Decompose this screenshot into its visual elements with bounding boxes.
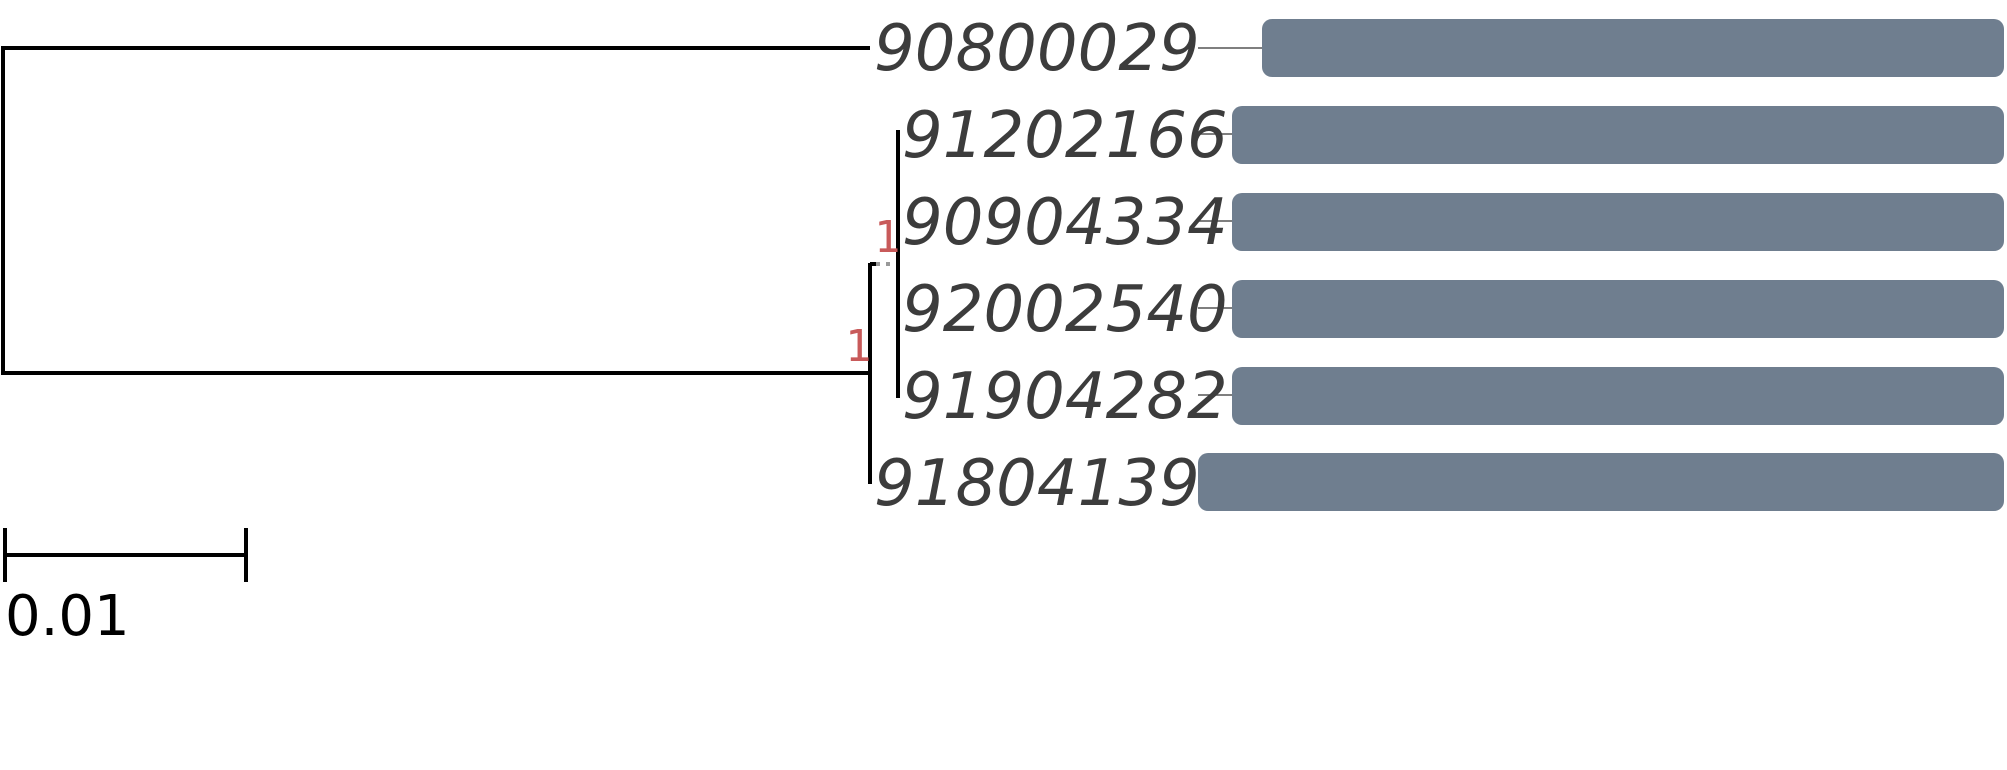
leaf-label: 91202166 (902, 99, 1228, 173)
leaf-bar (1232, 106, 2004, 164)
leaf-bar (1198, 453, 2004, 511)
leaf-label: 91804139 (874, 447, 1200, 521)
support-value: 1 (874, 212, 901, 263)
leaf-label: 92002540 (902, 273, 1228, 347)
leaf-bars (1198, 19, 2004, 511)
dotted-mark (876, 262, 880, 266)
scale-bar-label: 0.01 (5, 584, 130, 649)
scale-bar: 0.01 (3, 528, 248, 649)
leaf-bar (1232, 367, 2004, 425)
leaf-bar (1262, 19, 2004, 77)
dotted-mark (886, 262, 890, 266)
support-value: 1 (845, 321, 872, 372)
leaf-bar (1232, 193, 2004, 251)
leaf-label: 91904282 (902, 360, 1228, 434)
leaf-label: 90800029 (874, 12, 1200, 86)
leaf-labels: 90800029 91202166 90904334 92002540 9190… (874, 12, 1228, 521)
leaf-connectors (1198, 47, 1262, 396)
tree-branches (1, 46, 900, 484)
leaf-label: 90904334 (902, 186, 1228, 260)
leaf-bar (1232, 280, 2004, 338)
